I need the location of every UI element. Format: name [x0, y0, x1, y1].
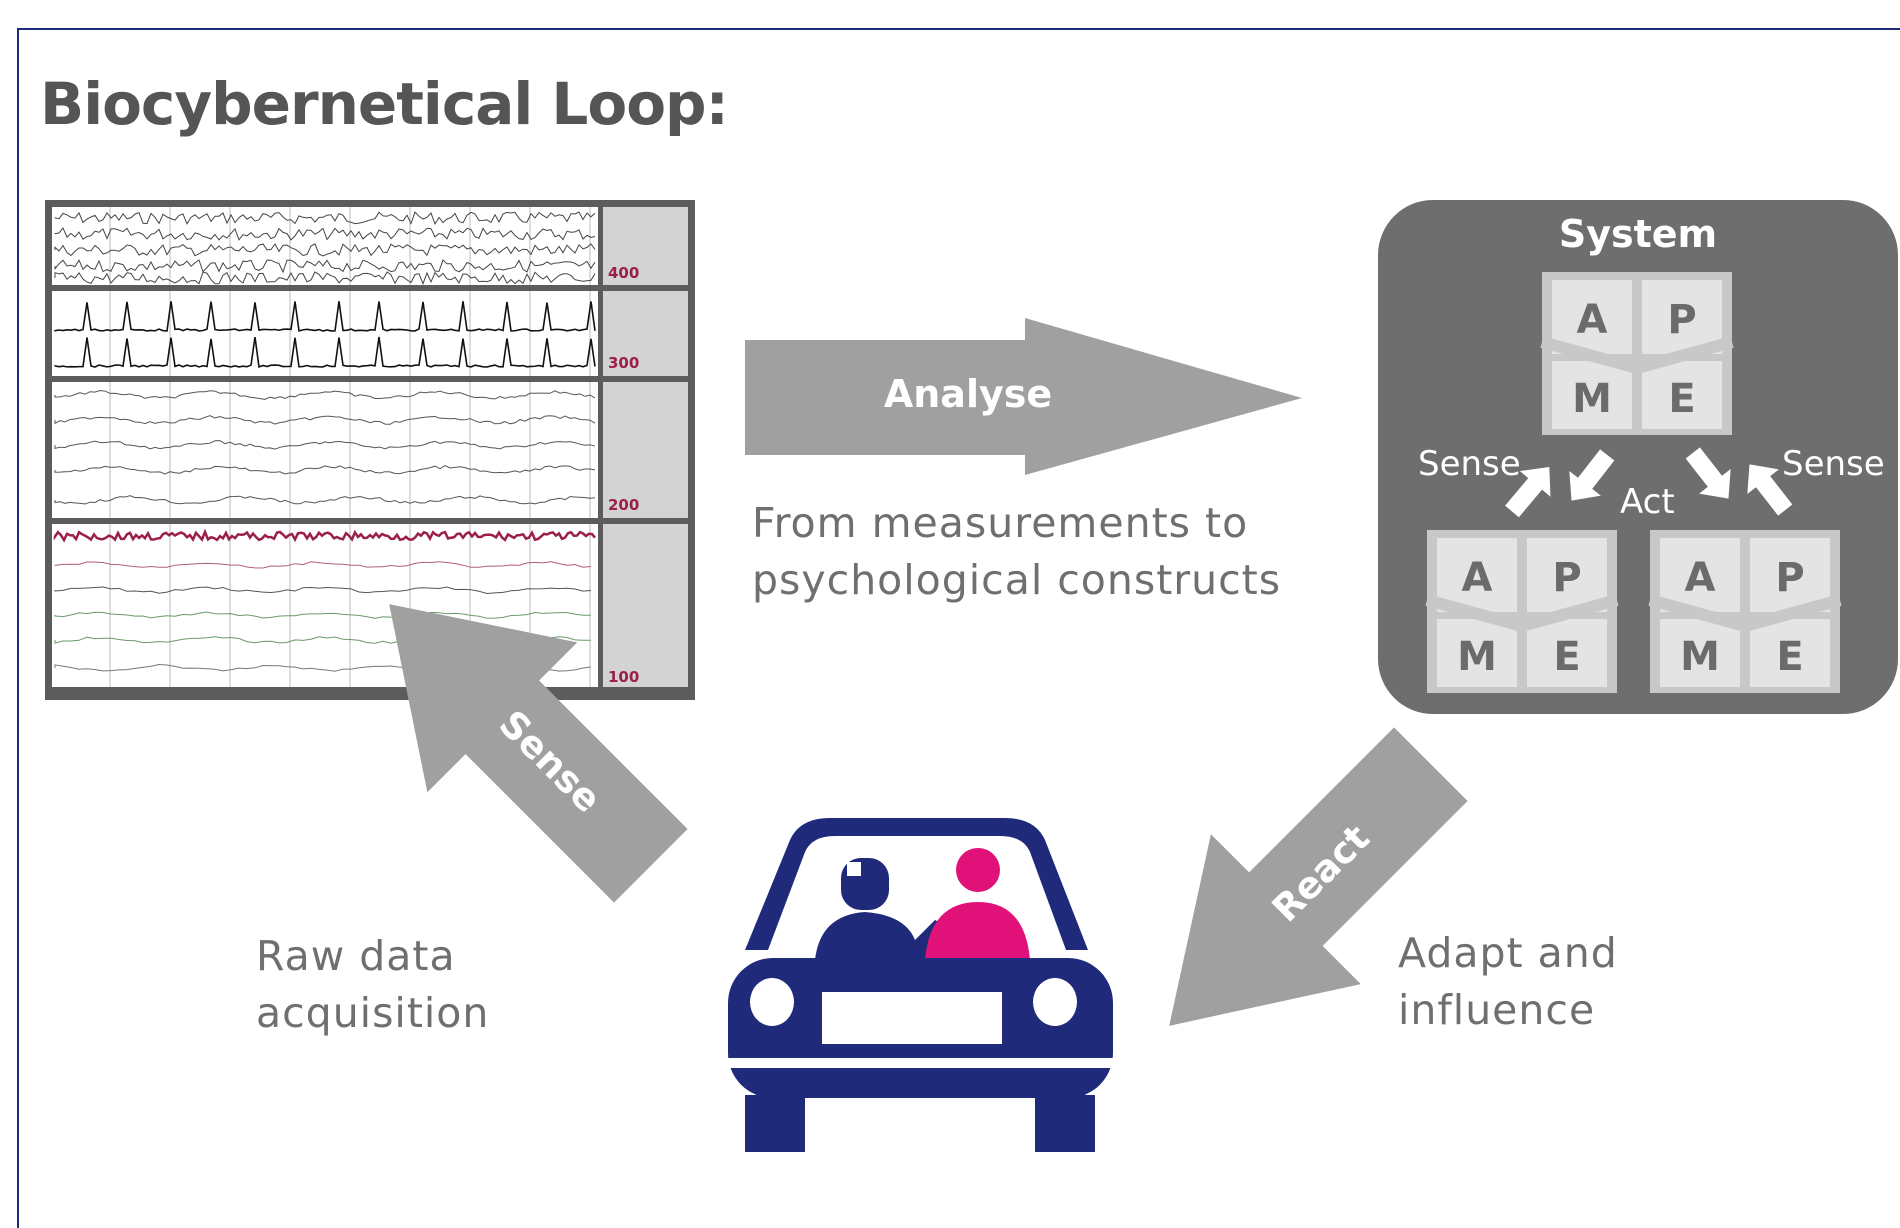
module-letter-p: P — [1667, 297, 1696, 343]
system-sense-left-label: Sense — [1418, 444, 1521, 484]
signal-trace — [54, 259, 596, 274]
module-letter-a: A — [1462, 555, 1493, 601]
module-letter-m: M — [1680, 634, 1720, 680]
diagram-title: Biocybernetical Loop: — [40, 70, 729, 138]
analyse-arrow: Analyse — [745, 318, 1302, 475]
react-arrow: React — [1169, 727, 1468, 1026]
car-icon — [728, 818, 1113, 1152]
signal-trace — [54, 586, 592, 595]
signal-trace — [54, 389, 596, 400]
signal-trace — [54, 301, 596, 332]
license-plate — [822, 992, 1002, 1044]
signal-trace — [54, 495, 596, 505]
signal-trace — [54, 465, 596, 475]
right-headlight — [1033, 978, 1077, 1026]
signal-trace — [54, 271, 596, 286]
act-left-down-arrow — [1569, 449, 1615, 501]
right-wheel — [1035, 1095, 1095, 1152]
system-small-arrows — [1505, 447, 1793, 518]
signal-trace — [54, 336, 596, 368]
module-letter-e: E — [1668, 376, 1695, 422]
signal-trace — [54, 243, 596, 257]
signal-trace — [54, 561, 592, 569]
sense-caption: Raw data acquisition — [256, 932, 490, 1037]
signal-trace — [54, 611, 592, 619]
sense-left-up-arrow — [1505, 467, 1551, 518]
module-letter-m: M — [1457, 634, 1497, 680]
module-letter-m: M — [1572, 376, 1612, 422]
module-letter-a: A — [1577, 297, 1608, 343]
analyse-label: Analyse — [884, 372, 1052, 416]
system-sense-right-label: Sense — [1782, 444, 1885, 484]
signal-trace — [54, 227, 596, 241]
left-wheel — [745, 1095, 805, 1152]
sense-right-up-arrow — [1747, 464, 1793, 516]
system-box: System A P M E A P M E — [1378, 200, 1898, 714]
react-caption: Adapt and influence — [1398, 929, 1618, 1034]
system-title: System — [1559, 212, 1717, 256]
physiological-signals-panel: 400 300 200 100 — [45, 200, 695, 700]
system-act-label: Act — [1620, 482, 1675, 522]
apme-module-left: A P M E — [1425, 530, 1619, 693]
scale-label-300: 300 — [608, 354, 639, 372]
diagram-canvas: 400 300 200 100 Analyse Sense React Syst… — [45, 200, 1898, 1152]
diagram-frame — [17, 28, 1900, 1228]
module-letter-p: P — [1552, 555, 1581, 601]
apme-module-top: A P M E — [1540, 272, 1734, 435]
scale-label-200: 200 — [608, 496, 639, 514]
passenger-icon — [925, 848, 1030, 960]
module-letter-p: P — [1775, 555, 1804, 601]
module-letter-e: E — [1553, 634, 1580, 680]
scale-label-400: 400 — [608, 264, 639, 282]
scale-label-100: 100 — [608, 668, 639, 686]
module-letter-a: A — [1685, 555, 1716, 601]
signal-trace — [53, 528, 596, 543]
apme-module-right: A P M E — [1648, 530, 1842, 693]
signal-trace — [54, 440, 596, 450]
analyse-caption: From measurements to psychological const… — [752, 499, 1282, 604]
module-letter-e: E — [1776, 634, 1803, 680]
left-headlight — [750, 978, 794, 1026]
act-right-down-arrow — [1685, 447, 1731, 499]
driver-icon — [815, 858, 950, 960]
signal-trace — [54, 415, 596, 425]
signal-trace — [54, 211, 596, 226]
